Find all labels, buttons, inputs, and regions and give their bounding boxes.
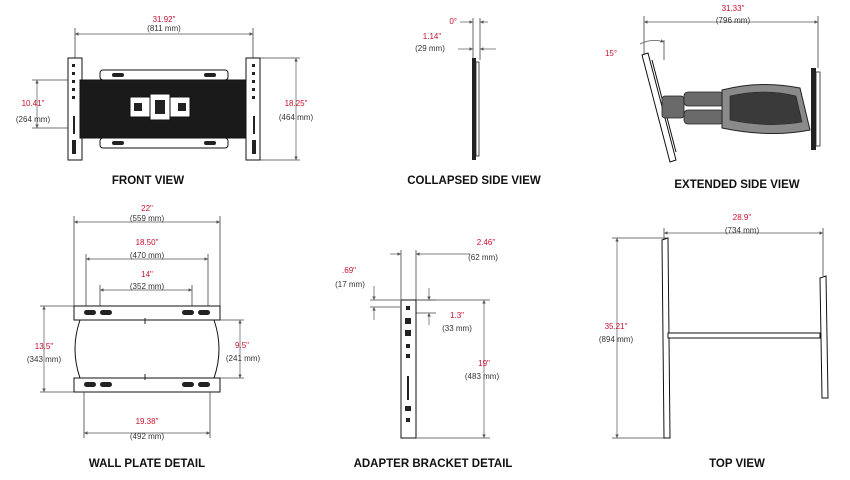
wall-width-14-inches: 14" xyxy=(141,270,153,279)
wall-width-22-inches: 22" xyxy=(141,204,153,213)
extended-width-mm: (796 mm) xyxy=(716,16,751,25)
top-view: 28.9" (734 mm) 35.21" (894 mm) TOP VIEW xyxy=(599,213,829,470)
front-width-inches: 31.92" xyxy=(153,15,176,24)
wall-plate-caption: WALL PLATE DETAIL xyxy=(89,458,205,470)
adapter-gap-mm: (33 mm) xyxy=(442,324,472,333)
wall-height-95-inches: 9.5" xyxy=(235,341,249,350)
front-view: 31.92" (811 mm) 10.41" (264 mm) 18.25" (… xyxy=(16,15,314,187)
adapter-height-inches: 19" xyxy=(478,359,490,368)
collapsed-view-caption: COLLAPSED SIDE VIEW xyxy=(407,175,541,187)
wall-width-1850-inches: 18.50" xyxy=(136,238,159,247)
top-screen-edge xyxy=(661,237,671,439)
top-height-mm: (894 mm) xyxy=(599,335,634,344)
tilted-plate xyxy=(641,52,677,163)
adapter-width-mm: (62 mm) xyxy=(468,253,498,262)
adapter-height-mm: (483 mm) xyxy=(465,372,500,381)
top-view-caption: TOP VIEW xyxy=(709,458,765,470)
extended-width-inches: 31.33" xyxy=(722,4,745,13)
top-width-mm: (734 mm) xyxy=(725,226,760,235)
front-right-height-inches: 18.25" xyxy=(285,99,308,108)
top-arm xyxy=(667,332,821,339)
top-width-inches: 28.9" xyxy=(733,213,752,222)
wall-plate-body xyxy=(74,319,220,379)
front-left-height-mm: (264 mm) xyxy=(16,115,51,124)
collapsed-side-view: 0° 1.14" (29 mm) COLLAPSED SIDE VIEW xyxy=(407,17,541,187)
wall-width-1938-mm: (492 mm) xyxy=(130,432,165,441)
front-left-height-inches: 10.41" xyxy=(22,99,45,108)
wall-height-135-inches: 13.5" xyxy=(35,342,54,351)
front-right-height-mm: (464 mm) xyxy=(279,113,314,122)
wall-width-1938-inches: 19.38" xyxy=(136,417,159,426)
wall-width-1850-mm: (470 mm) xyxy=(130,251,165,260)
adapter-top-mm: (17 mm) xyxy=(335,280,365,289)
collapsed-angle: 0° xyxy=(449,17,457,26)
extended-side-view: 31.33" (796 mm) 15° EXTENDED SIDE VIEW xyxy=(605,4,821,191)
collapsed-depth-inches: 1.14" xyxy=(423,32,442,41)
wall-plate-detail: 22" (559 mm) 18.50" (470 mm) 14" (352 mm… xyxy=(27,204,261,470)
collapsed-depth-mm: (29 mm) xyxy=(415,44,445,53)
adapter-gap-inches: 1.3" xyxy=(450,311,464,320)
adapter-width-inches: 2.46" xyxy=(477,238,496,247)
front-width-mm: (811 mm) xyxy=(147,24,181,33)
adapter-caption: ADAPTER BRACKET DETAIL xyxy=(354,458,513,470)
adapter-bracket-detail: 2.46" (62 mm) .69" (17 mm) 1.3" (33 mm) … xyxy=(335,238,512,470)
wall-width-14-mm: (352 mm) xyxy=(130,282,165,291)
front-view-caption: FRONT VIEW xyxy=(112,175,184,187)
top-height-inches: 35.21" xyxy=(605,322,628,331)
adapter-bracket xyxy=(400,299,417,439)
extended-view-caption: EXTENDED SIDE VIEW xyxy=(674,179,799,191)
wall-width-22-mm: (559 mm) xyxy=(130,214,165,223)
adapter-top-inches: .69" xyxy=(342,266,356,275)
collapsed-bracket xyxy=(472,58,476,160)
tilt-angle: 15° xyxy=(605,49,617,58)
wall-height-135-mm: (343 mm) xyxy=(27,355,62,364)
wall-height-95-mm: (241 mm) xyxy=(226,354,261,363)
